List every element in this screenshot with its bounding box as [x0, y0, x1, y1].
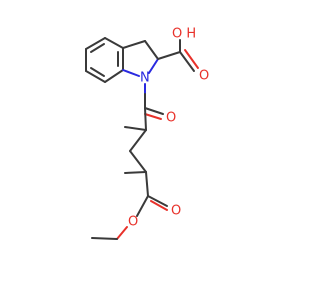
ring-n-label: N [140, 71, 150, 86]
acid-carbonyl-o-label: O [199, 69, 209, 84]
bond-cester-o-double-2 [150, 200, 168, 211]
bond-c7-c6 [85, 70, 106, 83]
bond-camide-o [144, 107, 164, 115]
pyrroline-ring [122, 40, 159, 77]
bond-n1-c7a [122, 69, 140, 77]
bond-cester-oester [136, 195, 149, 217]
bond-c5-c4 [85, 37, 106, 50]
bond-inner-c7-c6 [90, 67, 105, 77]
bond-ccooh-o-single [179, 51, 195, 72]
bond-c7a-c7 [104, 69, 124, 83]
bond-cgamma-cester [145, 171, 149, 197]
bond-cgamma-methyl [124, 171, 147, 174]
hydroxyl-label: O H [172, 27, 196, 42]
amide-o-label: O [166, 111, 176, 126]
bond-camide-calpha [144, 107, 147, 131]
bond-c4-c3a [104, 37, 124, 49]
bond-ch2-ch3 [91, 237, 118, 240]
bond-c2-ccooh [157, 51, 181, 60]
bond-calpha-ch2 [129, 129, 147, 152]
molecule-structure-canvas: O H O N O O O [85, 26, 210, 240]
benzene-ring [85, 37, 124, 83]
acyl-chain [124, 83, 164, 197]
bond-camide-o-double [144, 113, 162, 120]
bond-c3-c2 [144, 40, 159, 60]
bond-oester-ch2 [116, 226, 128, 240]
bond-calpha-methyl [124, 126, 147, 131]
ethyl-ester-group [91, 195, 168, 240]
bond-c2-n1 [148, 58, 159, 74]
carboxylic-acid-group [157, 39, 199, 72]
bond-ch2-cgamma [129, 150, 147, 173]
ester-carbonyl-o-label: O [171, 204, 181, 219]
ester-o-label: O [128, 215, 138, 230]
bond-cester-o-double [147, 195, 168, 207]
bond-ccooh-o-double [184, 49, 199, 69]
bond-c3a-c3 [122, 40, 146, 49]
bond-inner-c5-c4 [90, 43, 105, 53]
